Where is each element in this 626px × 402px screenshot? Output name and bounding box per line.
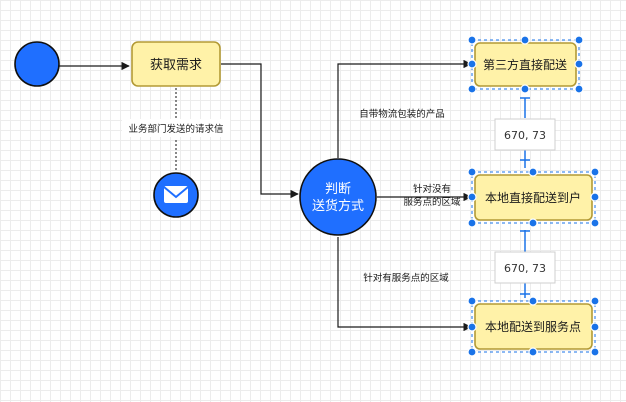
process-local-direct-label: 本地直接配送到户: [485, 190, 581, 205]
process-service-point-label: 本地配送到服务点: [485, 319, 581, 334]
envelope-icon[interactable]: [153, 172, 199, 218]
spacing-guides: [520, 97, 530, 298]
coord-tooltip-upper-text: 670, 73: [504, 129, 546, 142]
process-third-party[interactable]: 第三方直接配送: [471, 39, 580, 90]
process-local-direct[interactable]: 本地直接配送到户: [471, 171, 596, 224]
decision-line2: 送货方式: [312, 198, 364, 214]
decision-node[interactable]: 判断 送货方式: [299, 158, 377, 236]
connectors: [59, 59, 472, 332]
mail-note-label: 业务部门发送的请求信: [128, 123, 223, 135]
edge-decision-to-service-point[interactable]: [337, 237, 472, 332]
coord-tooltip-upper: 670, 73: [494, 118, 556, 151]
decision-line1: 判断: [325, 182, 351, 197]
edge-requirement-to-decision[interactable]: [221, 63, 299, 199]
start-node[interactable]: [14, 41, 60, 87]
edge-label-local-direct-line2: 服务点的区域: [403, 196, 461, 208]
edge-decision-to-third-party[interactable]: [337, 59, 472, 158]
edge-label-service-point: 针对有服务点的区域: [363, 272, 449, 284]
mail-note-backing: [122, 119, 230, 137]
process-third-party-label: 第三方直接配送: [483, 57, 567, 72]
process-get-requirement-label: 获取需求: [150, 58, 202, 73]
coord-tooltip-lower: 670, 73: [494, 251, 556, 284]
process-get-requirement[interactable]: 获取需求: [131, 41, 221, 87]
coord-tooltip-lower-text: 670, 73: [504, 262, 546, 275]
edge-label-third-party: 自带物流包装的产品: [359, 108, 445, 120]
process-service-point[interactable]: 本地配送到服务点: [471, 300, 596, 353]
selection-handles[interactable]: [467, 35, 600, 357]
edge-label-local-direct-line1: 针对没有: [413, 183, 451, 195]
